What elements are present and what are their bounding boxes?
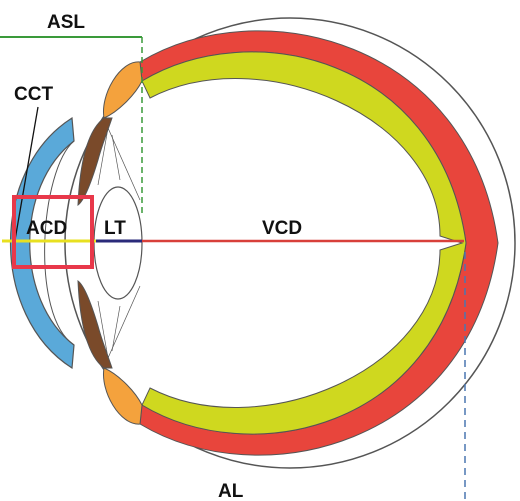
lens [93,186,143,300]
acd-highlight-box [12,195,94,269]
anterior-chamber [44,140,75,346]
cct-pointer-line [14,106,39,241]
zonule-fibers [97,127,141,359]
lt-label: LT [104,218,126,239]
cct-label: CCT [14,84,53,105]
asl-label: ASL [47,12,85,33]
vcd-label: VCD [262,218,302,239]
iris-upper [77,117,113,207]
iris-lower [77,279,113,369]
al-label: AL [218,481,244,501]
acd-label: ACD [26,218,67,239]
